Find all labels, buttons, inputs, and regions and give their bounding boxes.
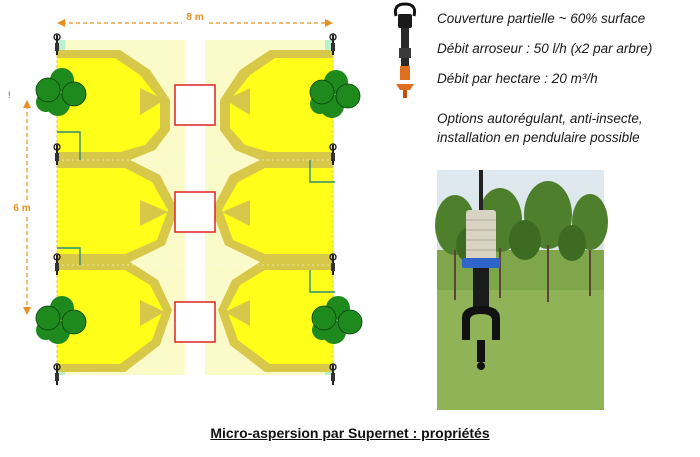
sprinkler-icon <box>53 143 61 165</box>
overlap-zone <box>225 300 250 326</box>
sprinkler-icon <box>53 253 61 275</box>
arrow-left-icon <box>57 19 65 27</box>
arrow-up-icon <box>23 100 31 108</box>
sprinkler-icon <box>53 363 61 385</box>
coverage-zone <box>227 270 333 364</box>
property-sprinkler-flow: Débit arroseur : 50 l/h (x2 par arbre) <box>437 41 653 56</box>
coverage-zone <box>222 168 333 254</box>
arrow-down-icon <box>23 307 31 315</box>
coverage-zone <box>57 168 168 254</box>
tree-marker <box>174 301 216 343</box>
tree-icon <box>35 68 87 116</box>
overlap-zone <box>140 300 165 326</box>
sprinkler-icon <box>329 363 337 385</box>
property-options-line2: installation en pendulaire possible <box>437 130 640 145</box>
sprinkler-icon <box>329 33 337 55</box>
tree-icon <box>311 296 363 344</box>
pipe-connector <box>309 270 335 293</box>
tree-markers <box>174 84 216 343</box>
sprinkler-icon <box>329 253 337 275</box>
stray-mark: ! <box>8 90 11 100</box>
property-flow-per-hectare: Débit par hectare : 20 m³/h <box>437 71 598 86</box>
tree-icon <box>309 70 361 118</box>
coverage-zone <box>57 270 163 364</box>
sprinkler-icon <box>329 143 337 165</box>
property-coverage: Couverture partielle ~ 60% surface <box>437 11 646 26</box>
width-label: 8 m <box>186 12 203 23</box>
arrow-right-icon <box>325 19 333 27</box>
caption: Micro-aspersion par Supernet : propriété… <box>210 425 490 441</box>
tree-marker <box>174 84 216 126</box>
sprinkler-product-icon <box>393 2 417 98</box>
coverage-zone <box>230 58 333 152</box>
sprinklers <box>53 33 337 385</box>
height-label: 6 m <box>13 203 30 214</box>
pipe-connector <box>57 131 81 160</box>
overlap-zone <box>222 200 250 226</box>
trees <box>35 68 363 344</box>
sprinkler-icon <box>53 33 61 55</box>
coverage-zone <box>57 58 160 152</box>
overlap-zone <box>140 88 165 115</box>
tree-marker <box>174 191 216 233</box>
overlap-zone <box>140 200 168 226</box>
property-options-line1: Options autorégulant, anti-insecte, <box>437 111 643 126</box>
pipe-connector <box>309 160 335 183</box>
pipe-connectors <box>57 131 335 293</box>
orchard-photo <box>435 170 608 410</box>
height-dimension: 6 m <box>12 100 34 315</box>
overlap-zone <box>225 88 250 115</box>
width-dimension: 8 m <box>57 12 333 27</box>
tree-icon <box>35 296 87 344</box>
pipe-connector <box>57 247 81 265</box>
